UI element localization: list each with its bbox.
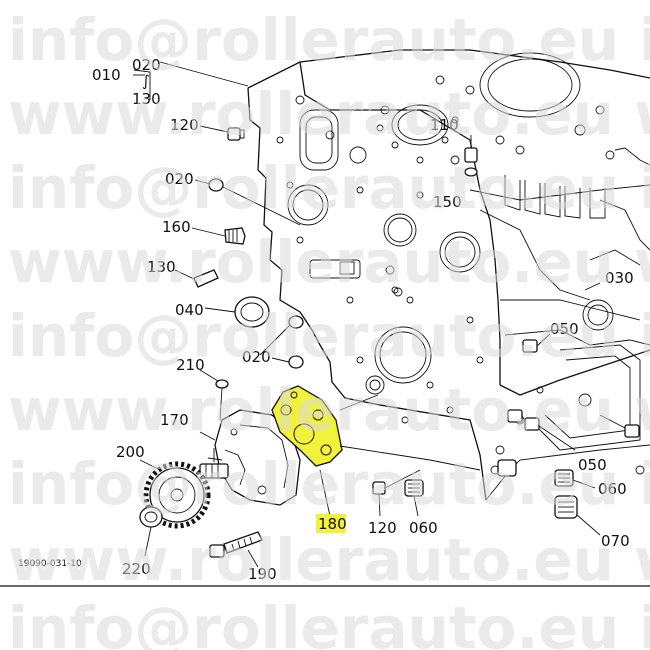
part-110-bolt bbox=[464, 135, 478, 163]
label-110: 110 bbox=[430, 116, 459, 134]
part-050-bolt-upper bbox=[522, 333, 551, 353]
part-040-seal bbox=[204, 296, 270, 328]
label-210: 210 bbox=[176, 356, 205, 374]
part-150-washer bbox=[464, 167, 478, 177]
label-150: 150 bbox=[433, 193, 462, 211]
watermark-url-3: www.rollerauto.eu ww bbox=[8, 376, 650, 444]
part-030-plug bbox=[584, 282, 601, 291]
watermark-email-3: info@rollerauto.eu in bbox=[8, 302, 650, 370]
label-190: 190 bbox=[248, 565, 277, 583]
label-020-b: 020 bbox=[165, 170, 194, 188]
part-210-pin bbox=[199, 369, 229, 389]
label-s-range: ∫ bbox=[142, 72, 150, 90]
part-130-pin bbox=[174, 269, 219, 288]
part-160-plug bbox=[191, 227, 246, 245]
part-060-right bbox=[497, 459, 596, 489]
watermark-url-1: www.rollerauto.eu ww bbox=[8, 80, 650, 148]
watermark-email-1: info@rollerauto.eu in bbox=[8, 6, 650, 74]
label-170: 170 bbox=[160, 411, 189, 429]
label-070: 070 bbox=[601, 532, 630, 550]
watermark-email-5: info@rollerauto.eu in bbox=[8, 594, 650, 650]
leader-lines bbox=[133, 61, 481, 471]
label-040: 040 bbox=[175, 301, 204, 319]
label-220: 220 bbox=[122, 560, 151, 578]
label-030: 030 bbox=[605, 269, 634, 287]
part-220-nut bbox=[139, 506, 163, 557]
part-200-gear bbox=[139, 459, 211, 529]
watermark-email-2: info@rollerauto.eu in bbox=[8, 154, 650, 222]
part-120-top bbox=[199, 125, 245, 141]
label-050-a: 050 bbox=[550, 320, 579, 338]
part-050-bolts-right bbox=[507, 409, 640, 451]
diagram-code: 19090-031-10 bbox=[18, 559, 82, 569]
label-010: 010 bbox=[92, 66, 121, 84]
part-020-mid bbox=[259, 315, 304, 369]
label-050-b: 050 bbox=[578, 456, 607, 474]
part-120-lower bbox=[372, 469, 421, 517]
label-160: 160 bbox=[162, 218, 191, 236]
part-020-top bbox=[194, 178, 301, 226]
part-060-lower bbox=[404, 479, 424, 517]
label-180: 180 bbox=[318, 515, 347, 533]
watermark: info@rollerauto.eu in www.rollerauto.eu … bbox=[8, 6, 650, 650]
label-120-b: 120 bbox=[368, 519, 397, 537]
label-130-a: 130 bbox=[132, 90, 161, 108]
label-060-a: 060 bbox=[409, 519, 438, 537]
part-070 bbox=[554, 495, 601, 536]
label-130-b: 130 bbox=[147, 258, 176, 276]
part-180-gasket bbox=[271, 385, 343, 517]
label-020-a: 020 bbox=[132, 56, 161, 74]
label-180-highlight bbox=[316, 514, 346, 533]
watermark-url-4: www.rollerauto.eu ww bbox=[8, 526, 650, 594]
label-120-a: 120 bbox=[170, 116, 199, 134]
gear-case-plate bbox=[247, 49, 650, 501]
label-200: 200 bbox=[116, 443, 145, 461]
cylinder-head-top bbox=[380, 52, 650, 266]
label-020-c: 020 bbox=[242, 348, 271, 366]
watermark-url-2: www.rollerauto.eu ww bbox=[8, 228, 650, 296]
watermark-email-4: info@rollerauto.eu in bbox=[8, 450, 650, 518]
part-190-bolt bbox=[209, 531, 263, 568]
label-060-b: 060 bbox=[598, 480, 627, 498]
